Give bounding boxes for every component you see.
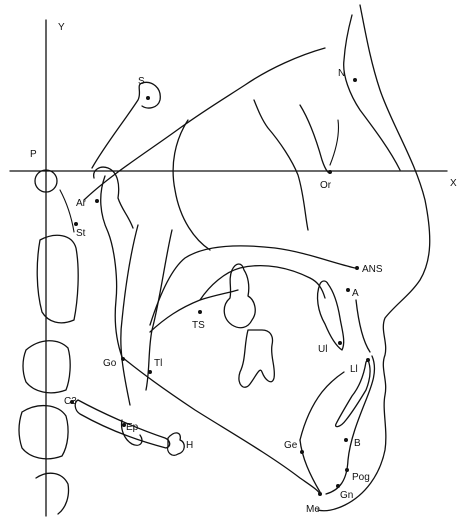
label-go: Go (103, 358, 117, 369)
lower-molar (239, 330, 274, 387)
label-st: St (76, 228, 86, 239)
label-n: N (338, 68, 345, 79)
infraorbital-line (330, 120, 339, 165)
point-gn (336, 484, 340, 488)
label-me: Me (306, 504, 320, 515)
label-gn: Gn (340, 490, 353, 501)
label-b: B (354, 438, 361, 449)
symphysis-posterior (300, 372, 344, 440)
label-c3: C3 (64, 396, 77, 407)
vertebra-c4 (19, 406, 68, 459)
point-s (146, 96, 150, 100)
cranial-base-outline (84, 48, 325, 200)
ramus-posterior (101, 176, 122, 357)
label-ul: Ul (318, 344, 327, 355)
label-a: A (352, 288, 359, 299)
label-ans: ANS (362, 264, 383, 275)
point-or (328, 170, 332, 174)
pharynx-wall (121, 225, 138, 405)
point-go (121, 357, 125, 361)
soft-tissue-profile (318, 5, 430, 511)
symphysis-inner (300, 440, 320, 492)
point-a (346, 288, 350, 292)
orbit-rim (300, 105, 330, 173)
alveolar-upper (356, 300, 370, 352)
mandibular-border (122, 357, 320, 494)
label-pog: Pog (352, 472, 370, 483)
point-b (344, 438, 348, 442)
label-ep: Ep (126, 422, 139, 433)
point-ge (300, 450, 304, 454)
frontal-process (254, 100, 308, 230)
upper-incisor (318, 281, 344, 350)
nasal-bone (344, 15, 400, 170)
y-axis-label: Y (58, 22, 65, 33)
label-ar: Ar (76, 198, 87, 209)
point-tl (148, 370, 152, 374)
point-pog (345, 468, 349, 472)
upper-molar (224, 264, 255, 328)
atlas-outline (60, 190, 74, 232)
label-s: S (138, 76, 145, 87)
point-ts (198, 310, 202, 314)
vertebra-c5 (36, 473, 69, 514)
point-ar (95, 199, 99, 203)
point-me (318, 492, 322, 496)
sella-turcica (92, 82, 160, 168)
palatal-plane (150, 246, 355, 325)
point-st (74, 222, 78, 226)
label-or: Or (320, 180, 332, 191)
point-ll (366, 358, 370, 362)
label-ge: Ge (284, 440, 298, 451)
point-n (353, 78, 357, 82)
origin-label: P (30, 149, 37, 160)
sphenoid-outline (173, 120, 210, 250)
vertebra-c2 (37, 235, 78, 322)
point-ul (338, 341, 342, 345)
label-h: H (186, 440, 193, 451)
label-ll: Ll (350, 364, 358, 375)
x-axis-label: X (450, 178, 457, 189)
label-ts: TS (192, 320, 205, 331)
point-ans (355, 266, 359, 270)
label-tl: Tl (154, 358, 162, 369)
